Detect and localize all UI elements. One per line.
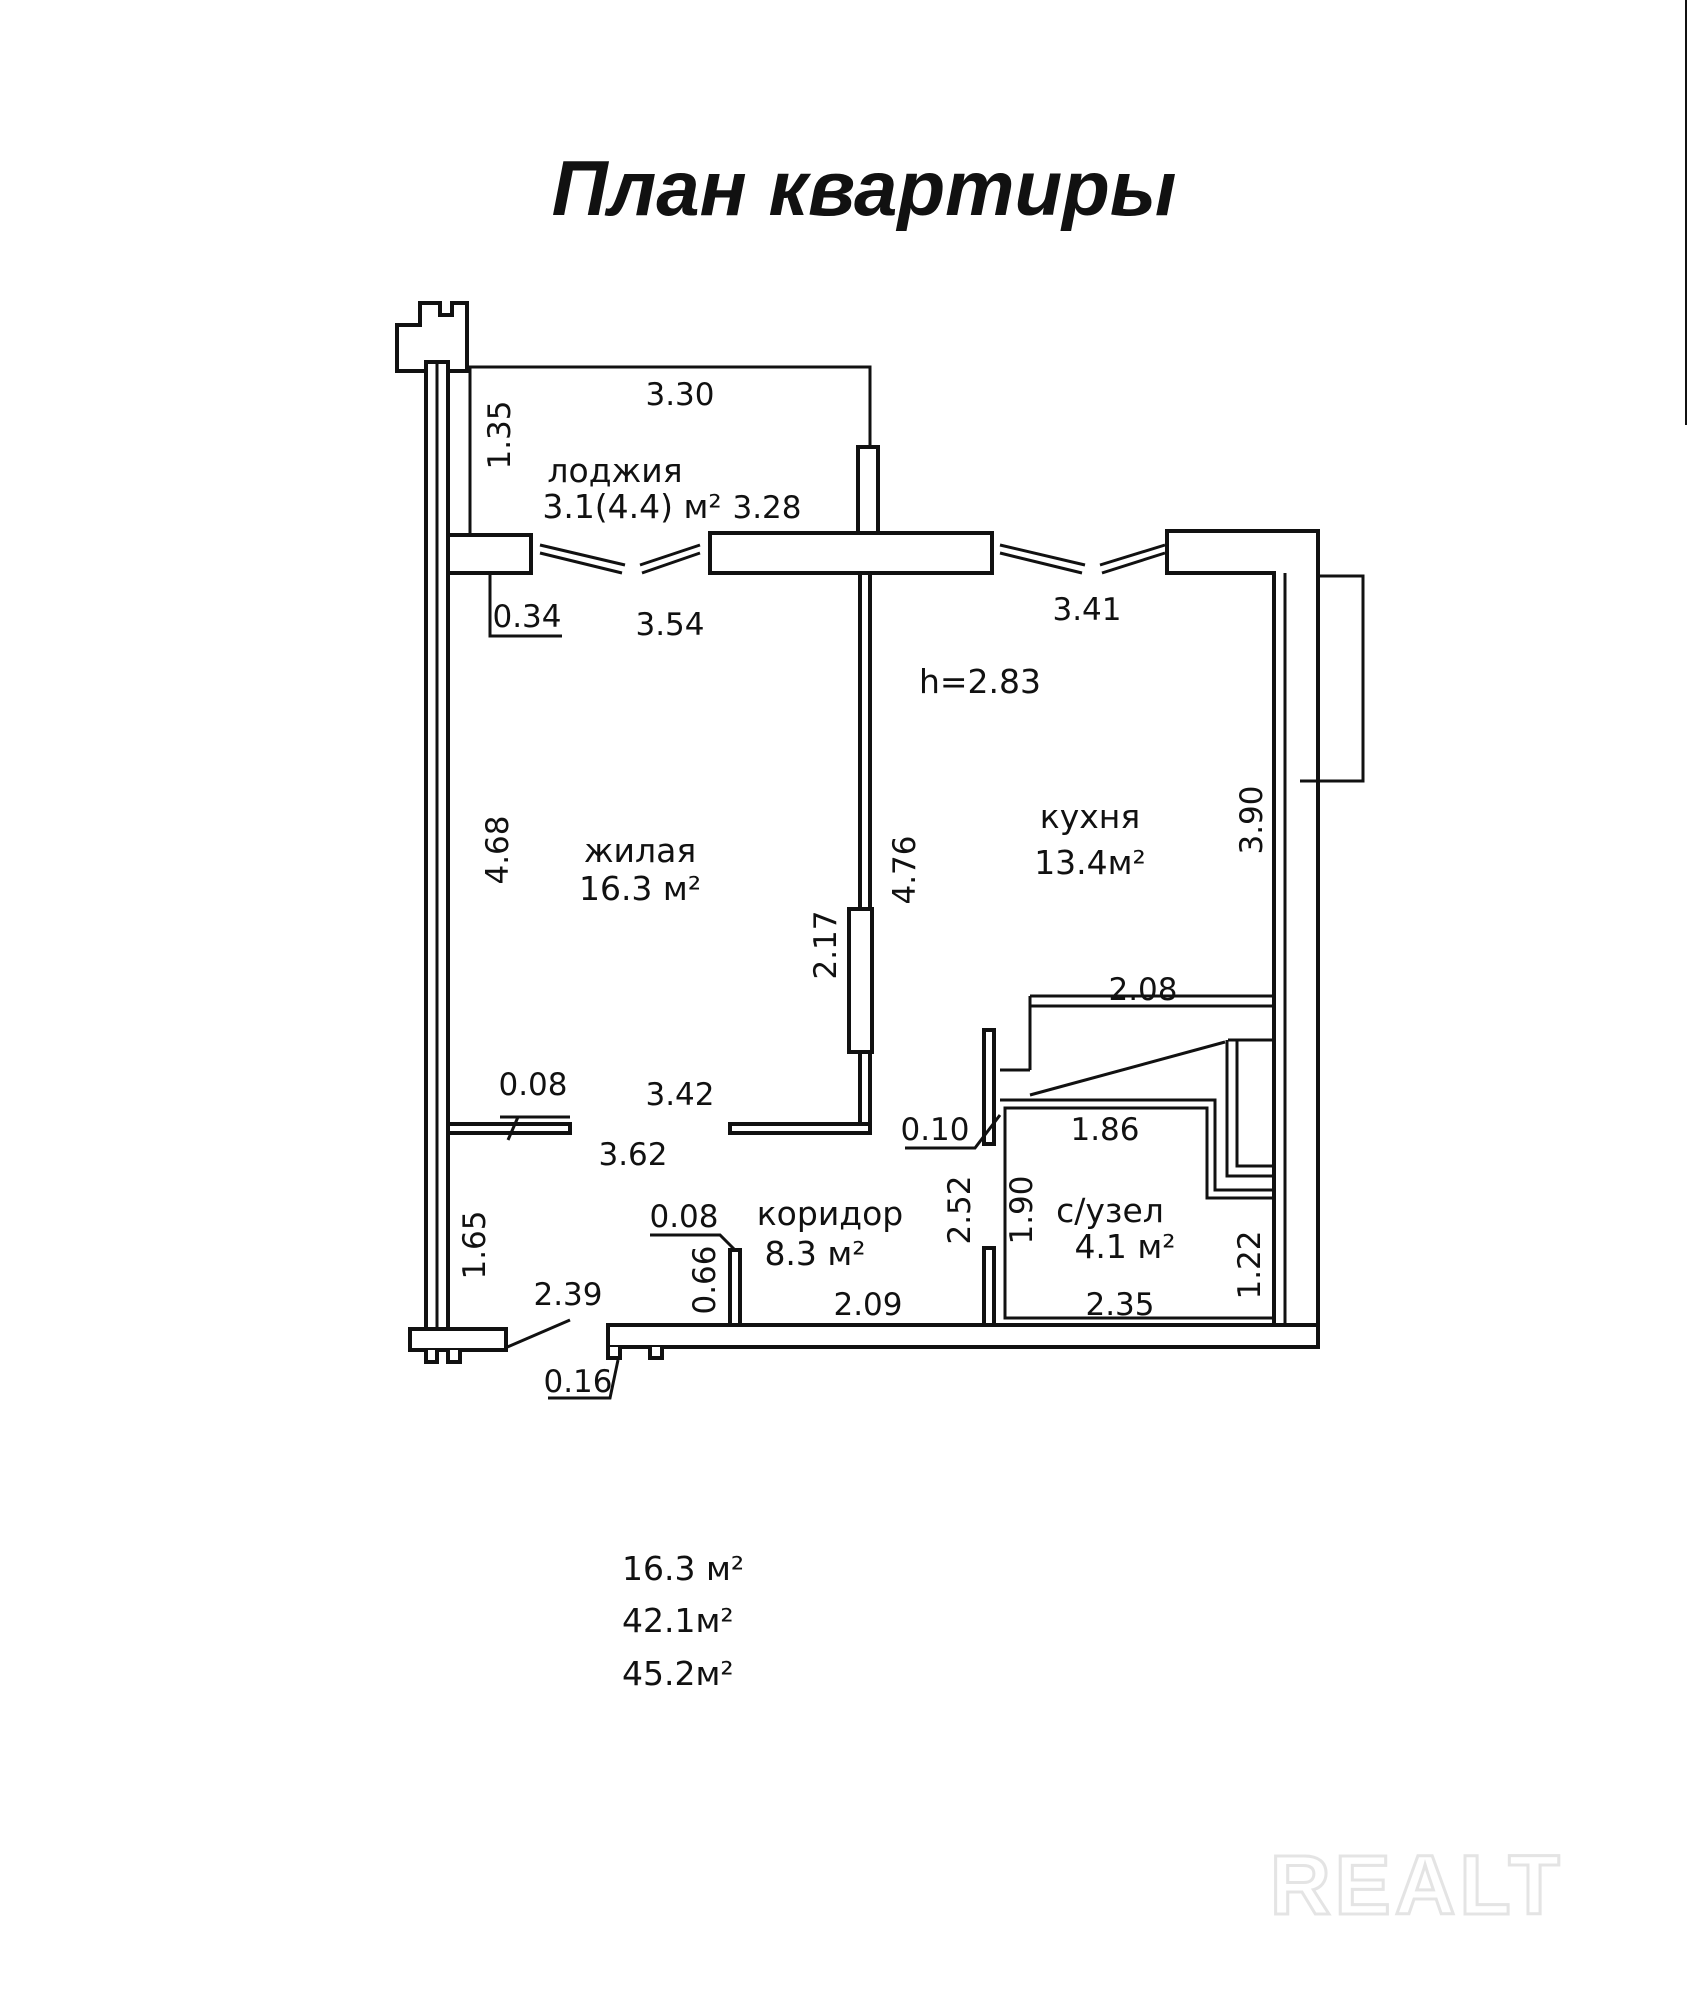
room-area-living: 16.3 м²	[579, 869, 701, 908]
dimension-label: 3.28	[732, 490, 801, 526]
dimension-label: 3.90	[1234, 785, 1270, 854]
dimension-label: 3.54	[635, 607, 704, 643]
dimension-label: 1.22	[1232, 1230, 1268, 1299]
dimension-label: 0.10	[900, 1112, 969, 1148]
ceiling-height: h=2.83	[919, 662, 1041, 701]
dimension-label: 2.39	[533, 1277, 602, 1313]
total-area-with-loggia: 45.2м²	[622, 1654, 734, 1693]
dimensions: 3.30 1.35 3.28 0.34 3.54 3.41 4.68 4.76 …	[457, 377, 1270, 1400]
watermark-logo: REALT	[1270, 1838, 1564, 1932]
room-name-bathroom: с/узел	[1056, 1191, 1164, 1230]
dimension-label: 0.08	[649, 1199, 718, 1235]
room-area-bathroom: 4.1 м²	[1074, 1227, 1175, 1266]
room-name-living: жилая	[584, 831, 696, 870]
room-labels: лоджия 3.1(4.4) м² жилая 16.3 м² кухня 1…	[542, 451, 1175, 1273]
dimension-label: 1.65	[457, 1210, 493, 1279]
room-area-corridor: 8.3 м²	[764, 1234, 865, 1273]
room-name-loggia: лоджия	[547, 451, 682, 490]
dimension-label: 0.08	[498, 1067, 567, 1103]
dimension-label: 4.76	[887, 835, 923, 904]
dimension-label: 3.42	[645, 1077, 714, 1113]
total-area: 42.1м²	[622, 1601, 734, 1640]
dimension-label: 2.09	[833, 1287, 902, 1323]
dimension-label: 3.41	[1052, 592, 1121, 628]
dimension-label: 1.35	[482, 400, 518, 469]
dimension-label: 0.66	[687, 1245, 723, 1314]
dimension-label: 4.68	[480, 815, 516, 884]
dimension-label: 3.30	[645, 377, 714, 413]
room-area-kitchen: 13.4м²	[1034, 843, 1146, 882]
room-name-corridor: коридор	[757, 1194, 903, 1233]
dimension-label: 1.86	[1070, 1112, 1139, 1148]
dimension-label: 1.90	[1004, 1175, 1040, 1244]
dimension-label: 2.52	[942, 1175, 978, 1244]
total-living-area: 16.3 м²	[622, 1549, 744, 1588]
page-title: План квартиры	[552, 144, 1177, 232]
room-area-loggia: 3.1(4.4) м²	[542, 487, 721, 526]
room-name-kitchen: кухня	[1040, 797, 1140, 836]
dimension-label: 3.62	[598, 1137, 667, 1173]
walls	[395, 301, 1365, 1400]
dimension-label: 0.34	[492, 599, 561, 635]
dimension-label: 2.08	[1108, 972, 1177, 1008]
dimension-label: 2.17	[808, 910, 844, 979]
dimension-label: 0.16	[543, 1364, 612, 1400]
dimension-label: 2.35	[1085, 1287, 1154, 1323]
area-totals: 16.3 м² 42.1м² 45.2м²	[622, 1549, 744, 1693]
